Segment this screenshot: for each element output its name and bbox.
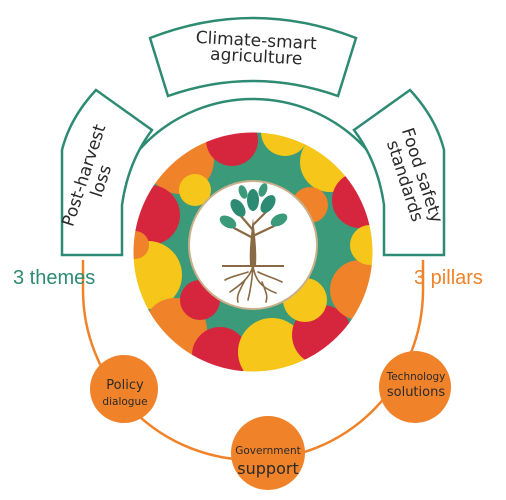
tree-with-roots-icon [219,183,288,303]
pillar-government-support: Government support [231,416,305,490]
theme-box-right: Food safety standards [352,88,446,257]
pillar-bottom-line1: Government [235,445,300,457]
pillar-left-line2: dialogue [102,396,147,408]
pillar-bottom-line2: support [237,459,298,478]
theme-top-line2: agriculture [210,45,303,70]
theme-box-top: Climate-smart agriculture [148,16,358,98]
pillar-policy-dialogue: Policy dialogue [90,355,158,423]
pillar-right-line2: solutions [387,385,445,400]
pillars-label: 3 pillars [414,267,483,289]
themes-label: 3 themes [13,267,95,289]
pillar-technology-solutions: Technology solutions [379,351,451,423]
pillar-right-line1: Technology [386,371,446,383]
pillar-left-line1: Policy [106,378,144,393]
tree-badge [188,180,318,310]
theme-box-left: Post-harvest loss [59,88,154,257]
